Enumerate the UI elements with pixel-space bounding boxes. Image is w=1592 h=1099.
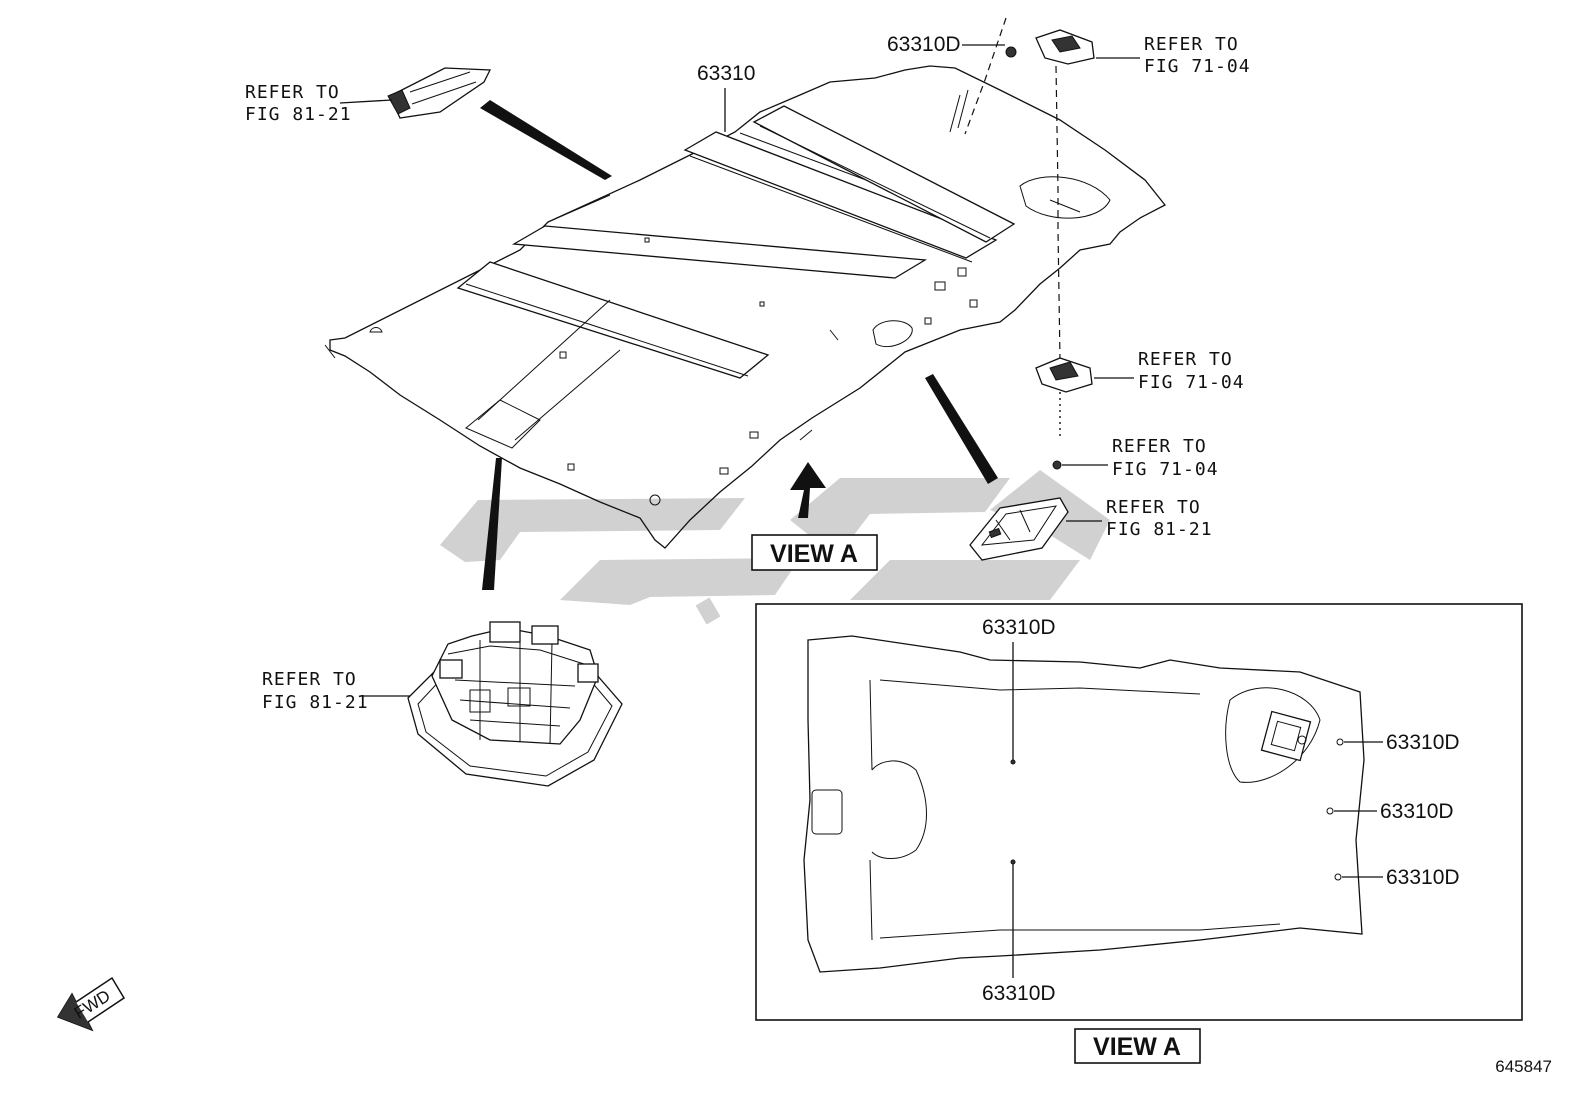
view-a-arrow-icon bbox=[790, 462, 826, 518]
view-a-box-top bbox=[751, 534, 878, 571]
roof-bow-4 bbox=[752, 105, 1016, 243]
dome-lamp-right bbox=[969, 497, 1069, 561]
pointer-wedge-dome bbox=[925, 374, 998, 484]
roof-bow-3 bbox=[683, 131, 998, 259]
lamp-top-left bbox=[387, 67, 492, 119]
callout-top-right-line1: REFER TO bbox=[1144, 34, 1239, 55]
pointer-wedge-bottom-left bbox=[482, 458, 502, 590]
view-a-inset-frame bbox=[755, 603, 1523, 1021]
fwd-arrow-icon: FWD bbox=[56, 976, 126, 1032]
inset-part-number-2: 63310D bbox=[982, 982, 1056, 1005]
diagram-number: 645847 bbox=[1495, 1057, 1552, 1076]
part-number-headliner: 63310 bbox=[697, 62, 755, 85]
roof-bow-1 bbox=[456, 261, 770, 379]
callout-mid-right-3-line1: REFER TO bbox=[1106, 497, 1201, 518]
part-number-clip-top: 63310D bbox=[887, 33, 961, 56]
pointer-wedge-top-left bbox=[480, 100, 612, 180]
lamp-top-right bbox=[1035, 29, 1095, 65]
inset-part-number-1: 63310D bbox=[982, 616, 1056, 639]
callout-mid-right-1-line2: FIG 71-04 bbox=[1138, 372, 1245, 393]
callout-mid-right-2-line1: REFER TO bbox=[1112, 436, 1207, 457]
view-a-label-top: VIEW A bbox=[770, 540, 858, 568]
view-a-label-bottom: VIEW A bbox=[1093, 1033, 1181, 1061]
inset-part-number-4: 63310D bbox=[1380, 800, 1454, 823]
headliner-assembly bbox=[324, 65, 1167, 549]
view-a-box-bottom bbox=[1074, 1028, 1201, 1064]
headliner-outline bbox=[329, 65, 1167, 549]
inset-headliner bbox=[803, 635, 1365, 973]
callout-mid-right-2-line2: FIG 71-04 bbox=[1112, 459, 1219, 480]
callout-bottom-left-line2: FIG 81-21 bbox=[262, 692, 369, 713]
callout-top-left-line1: REFER TO bbox=[245, 82, 340, 103]
clip-icon bbox=[1005, 46, 1017, 58]
callout-mid-right-1-line1: REFER TO bbox=[1138, 349, 1233, 370]
lamp-mid-right bbox=[1035, 357, 1093, 393]
callout-top-right-line2: FIG 71-04 bbox=[1144, 56, 1251, 77]
inset-part-number-5: 63310D bbox=[1386, 866, 1460, 889]
screw-icon bbox=[1052, 460, 1062, 470]
map-lamp-bottom-left bbox=[407, 621, 623, 787]
roof-bow-2 bbox=[511, 225, 928, 279]
inset-part-number-3: 63310D bbox=[1386, 731, 1460, 754]
callout-mid-right-3-line2: FIG 81-21 bbox=[1106, 519, 1213, 540]
watermark-logo bbox=[440, 470, 1110, 625]
callout-bottom-left-line1: REFER TO bbox=[262, 669, 357, 690]
callout-top-left-line2: FIG 81-21 bbox=[245, 104, 352, 125]
